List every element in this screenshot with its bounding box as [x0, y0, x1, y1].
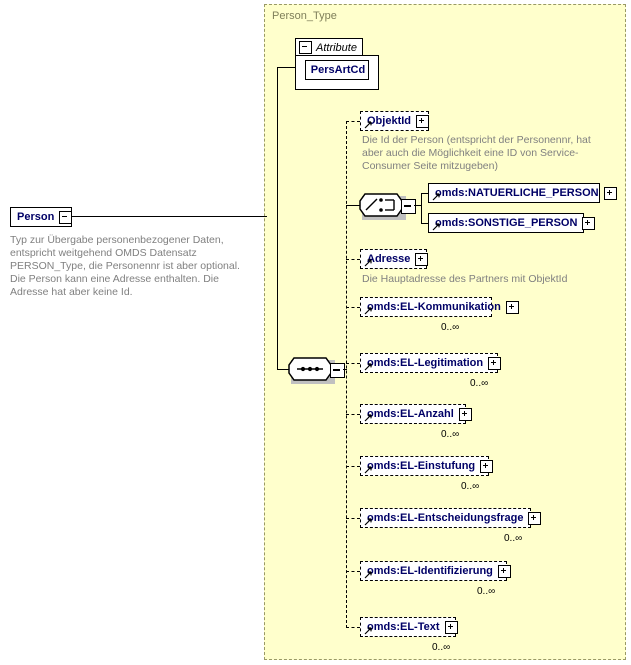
plus-icon[interactable]	[582, 216, 596, 230]
sequence-minus-icon[interactable]	[330, 363, 345, 378]
choice-node-icon	[359, 193, 403, 217]
attribute-persartcd[interactable]: PersArtCd	[305, 60, 372, 83]
occurrence-el-anzahl: 0..∞	[441, 429, 460, 440]
element-el-kommunikation-label: omds:EL-Kommunikation	[367, 300, 501, 313]
element-person[interactable]: Person	[10, 207, 75, 230]
attribute-persartcd-label: PersArtCd	[310, 63, 366, 76]
element-el-anzahl-label: omds:EL-Anzahl	[367, 407, 454, 420]
sequence-compositor[interactable]	[288, 357, 335, 384]
choice-compositor[interactable]	[359, 193, 406, 220]
minus-icon[interactable]	[299, 41, 312, 54]
element-el-text-label: omds:EL-Text	[367, 620, 440, 633]
element-el-identifizierung[interactable]: omds:EL-Identifizierung	[360, 561, 511, 584]
plus-icon[interactable]	[603, 186, 617, 200]
element-sonstige-person[interactable]: omds:SONSTIGE_PERSON	[428, 213, 596, 236]
attribute-group-label: Attribute	[316, 41, 357, 54]
element-el-legitimation-label: omds:EL-Legitimation	[367, 356, 484, 369]
plus-icon[interactable]	[480, 459, 494, 473]
person-type-container	[264, 4, 626, 660]
connector-choice-branch-2	[421, 223, 429, 224]
plus-icon[interactable]	[488, 356, 502, 370]
element-natuerliche-person[interactable]: omds:NATUERLICHE_PERSON	[428, 183, 617, 206]
element-el-entscheidungsfrage[interactable]: omds:EL-Entscheidungsfrage	[360, 508, 542, 531]
connector-to-el-identifizierung	[346, 571, 360, 572]
connector-children-trunk	[346, 121, 347, 628]
element-adresse-description: Die Hauptadresse des Partners mit Objekt…	[362, 273, 568, 285]
connector-to-el-kommunikation	[346, 307, 360, 308]
element-el-einstufung-label: omds:EL-Einstufung	[367, 459, 476, 472]
plus-icon[interactable]	[444, 620, 458, 634]
choice-minus-icon[interactable]	[401, 199, 416, 214]
plus-icon[interactable]	[416, 114, 430, 128]
element-adresse[interactable]: Adresse	[360, 249, 430, 272]
element-el-identifizierung-label: omds:EL-Identifizierung	[367, 564, 493, 577]
connector-to-el-anzahl	[346, 414, 360, 415]
connector-to-el-legitimation	[346, 363, 360, 364]
minus-icon[interactable]	[59, 210, 73, 224]
element-el-anzahl[interactable]: omds:EL-Anzahl	[360, 404, 472, 427]
element-sonstige-person-label: omds:SONSTIGE_PERSON	[435, 216, 578, 229]
occurrence-el-identifizierung: 0..∞	[477, 586, 496, 597]
connector-to-adresse	[346, 259, 360, 260]
connector-to-el-entscheidungsfrage	[346, 518, 360, 519]
element-el-einstufung[interactable]: omds:EL-Einstufung	[360, 456, 494, 479]
element-natuerliche-person-label: omds:NATUERLICHE_PERSON	[435, 186, 599, 199]
attribute-group-header[interactable]: Attribute	[295, 38, 363, 56]
occurrence-el-text: 0..∞	[432, 642, 451, 653]
connector-to-el-einstufung	[346, 466, 360, 467]
element-el-entscheidungsfrage-label: omds:EL-Entscheidungsfrage	[367, 511, 524, 524]
element-objektid[interactable]: ObjektId	[360, 111, 432, 134]
connector-trunk-upper	[277, 67, 278, 217]
plus-icon[interactable]	[458, 407, 472, 421]
sequence-node-icon	[288, 357, 332, 381]
occurrence-el-legitimation: 0..∞	[470, 378, 489, 389]
connector-to-objektid	[346, 121, 360, 122]
connector-to-attribute	[277, 67, 296, 68]
plus-icon[interactable]	[505, 300, 519, 314]
connector-trunk-lower	[277, 216, 278, 369]
element-objektid-label: ObjektId	[367, 114, 412, 127]
element-person-description: Typ zur Übergabe personenbezogener Daten…	[10, 234, 240, 298]
occurrence-el-kommunikation: 0..∞	[441, 322, 460, 333]
plus-icon[interactable]	[497, 564, 511, 578]
connector-choice-out	[414, 205, 422, 206]
connector-root	[72, 216, 267, 217]
occurrence-el-entscheidungsfrage: 0..∞	[504, 533, 523, 544]
element-objektid-description: Die Id der Person (entspricht der Person…	[362, 134, 591, 172]
connector-choice-trunk	[421, 193, 422, 224]
plus-icon[interactable]	[415, 252, 429, 266]
occurrence-el-einstufung: 0..∞	[461, 481, 480, 492]
element-person-label: Person	[17, 210, 55, 223]
connector-to-el-text	[346, 627, 360, 628]
connector-to-choice	[346, 205, 360, 206]
element-adresse-label: Adresse	[367, 252, 411, 265]
connector-sequence-out	[343, 369, 347, 370]
element-el-legitimation[interactable]: omds:EL-Legitimation	[360, 353, 502, 376]
connector-choice-branch-1	[421, 193, 429, 194]
element-el-kommunikation[interactable]: omds:EL-Kommunikation	[360, 297, 519, 320]
person-type-title: Person_Type	[272, 10, 337, 22]
plus-icon[interactable]	[528, 511, 542, 525]
element-el-text[interactable]: omds:EL-Text	[360, 617, 459, 640]
connector-to-sequence	[277, 369, 290, 370]
